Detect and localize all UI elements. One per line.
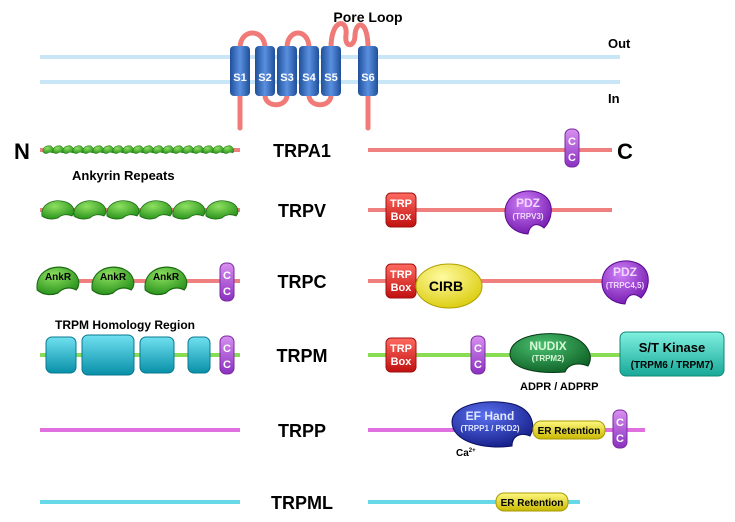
transmembrane-loops xyxy=(237,21,371,131)
svg-text:PDZ: PDZ xyxy=(516,196,540,210)
ankr-domain-3: AnkR xyxy=(144,266,188,296)
segment-s3: S3 xyxy=(277,46,297,96)
row-trpp: TRPP EF Hand (TRPP1 / PKD2) ER Retention… xyxy=(40,401,645,459)
family-trpv: TRPV xyxy=(278,201,326,221)
ankr-domain-2: AnkR xyxy=(91,266,135,296)
svg-text:S2: S2 xyxy=(258,72,271,84)
family-trpa1: TRPA1 xyxy=(273,141,331,161)
svg-text:C: C xyxy=(616,417,624,429)
family-trpc: TRPC xyxy=(278,272,327,292)
svg-text:C: C xyxy=(474,343,482,355)
ankyrin-repeats-label: Ankyrin Repeats xyxy=(72,168,175,183)
svg-text:C: C xyxy=(223,359,231,371)
segment-s4: S4 xyxy=(299,46,319,96)
ankr-domain-1: AnkR xyxy=(36,266,80,296)
coiled-coil: C C xyxy=(612,409,628,449)
svg-text:TRP: TRP xyxy=(390,269,412,281)
segment-s2: S2 xyxy=(255,46,275,96)
segment-s5: S5 xyxy=(321,46,341,96)
svg-text:EF Hand: EF Hand xyxy=(466,409,515,423)
svg-text:C: C xyxy=(223,343,231,355)
coiled-coil: C C xyxy=(470,335,486,375)
ef-hand-domain: EF Hand (TRPP1 / PKD2) xyxy=(451,401,534,448)
row-trpc: AnkR AnkR AnkR C C TRPC TRP Box CIRB PDZ… xyxy=(36,260,649,309)
n-terminus-label: N xyxy=(14,139,30,164)
segment-s6: S6 xyxy=(358,46,378,96)
er-retention: ER Retention xyxy=(495,492,569,512)
nudix-domain: NUDIX (TRPM2) xyxy=(509,333,591,373)
svg-text:Box: Box xyxy=(391,211,413,223)
svg-text:(TRPM6 / TRPM7): (TRPM6 / TRPM7) xyxy=(631,360,714,371)
pdz-domain: PDZ (TRPC4,5) xyxy=(601,260,649,305)
calcium-label: Ca2+ xyxy=(456,448,476,459)
svg-text:S5: S5 xyxy=(324,72,337,84)
svg-text:ER Retention: ER Retention xyxy=(501,498,564,509)
svg-text:NUDIX: NUDIX xyxy=(529,339,566,353)
svg-text:S6: S6 xyxy=(361,72,374,84)
ankyrin-chain xyxy=(42,145,234,154)
row-trpv: TRPV TRP Box PDZ (TRPV3) xyxy=(40,190,612,235)
svg-text:S/T Kinase: S/T Kinase xyxy=(639,340,705,355)
svg-text:(TRPC4,5): (TRPC4,5) xyxy=(606,281,645,290)
out-label: Out xyxy=(608,36,631,51)
trpm-homology-label: TRPM Homology Region xyxy=(55,318,195,332)
in-label: In xyxy=(608,91,620,106)
trp-box: TRP Box xyxy=(385,263,417,299)
svg-text:TRP: TRP xyxy=(390,343,412,355)
family-trpm: TRPM xyxy=(277,346,328,366)
svg-text:C: C xyxy=(223,286,231,298)
svg-text:Box: Box xyxy=(391,356,413,368)
svg-text:Box: Box xyxy=(391,282,413,294)
trp-box: TRP Box xyxy=(385,337,417,373)
row-trpm: TRPM Homology Region C C TRPM TRP Box C … xyxy=(40,318,725,393)
segment-s1: S1 xyxy=(230,46,250,96)
svg-text:TRP: TRP xyxy=(390,198,412,210)
svg-text:AnkR: AnkR xyxy=(100,272,127,283)
coiled-coil: C C xyxy=(219,262,235,302)
svg-text:(TRPM2): (TRPM2) xyxy=(532,354,565,363)
membrane-topology: S1 S2 S3 S4 S5 S6 Pore Loop Out In xyxy=(40,9,631,131)
pore-loop-label: Pore Loop xyxy=(333,9,402,25)
svg-text:ER Retention: ER Retention xyxy=(538,426,601,437)
row-trpa1: N TRPA1 C C C Ankyrin Repeats xyxy=(14,128,633,183)
svg-text:C: C xyxy=(568,136,576,148)
trpm-homology-region xyxy=(45,334,211,376)
svg-text:(TRPP1 / PKD2): (TRPP1 / PKD2) xyxy=(460,424,519,433)
coiled-coil: C C xyxy=(564,128,580,168)
svg-text:C: C xyxy=(616,433,624,445)
cirb-domain: CIRB xyxy=(415,263,483,309)
svg-text:C: C xyxy=(568,152,576,164)
svg-text:C: C xyxy=(474,359,482,371)
coiled-coil: C C xyxy=(219,335,235,375)
adpr-label: ADPR / ADPRP xyxy=(520,381,598,393)
svg-text:CIRB: CIRB xyxy=(429,278,463,294)
svg-text:AnkR: AnkR xyxy=(45,272,72,283)
svg-text:PDZ: PDZ xyxy=(613,265,637,279)
family-trpp: TRPP xyxy=(278,421,326,441)
pdz-domain: PDZ (TRPV3) xyxy=(504,190,552,235)
st-kinase-domain: S/T Kinase (TRPM6 / TRPM7) xyxy=(619,331,725,377)
svg-text:S1: S1 xyxy=(233,72,246,84)
svg-text:C: C xyxy=(223,270,231,282)
row-trpml: TRPML ER Retention xyxy=(40,492,580,513)
trp-box: TRP Box xyxy=(385,192,417,228)
svg-text:S4: S4 xyxy=(302,72,316,84)
svg-text:AnkR: AnkR xyxy=(153,272,180,283)
svg-text:(TRPV3): (TRPV3) xyxy=(512,212,543,221)
family-trpml: TRPML xyxy=(271,493,333,513)
svg-text:S3: S3 xyxy=(280,72,293,84)
c-terminus-label: C xyxy=(617,139,633,164)
er-retention: ER Retention xyxy=(532,420,606,440)
